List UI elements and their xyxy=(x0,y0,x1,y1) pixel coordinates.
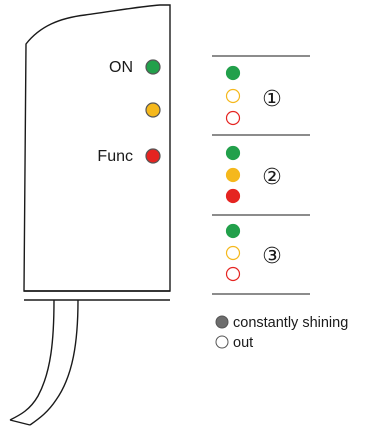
cable xyxy=(9,299,79,426)
state-1-number: ① xyxy=(262,86,282,111)
device-led-red xyxy=(145,148,161,164)
device-led-label-on: ON xyxy=(109,59,133,76)
state-2-number: ② xyxy=(262,164,282,189)
state-2-led-yellow xyxy=(225,167,241,183)
state-3-led-red xyxy=(225,266,241,282)
state-1-led-red xyxy=(225,110,241,126)
state-2-led-green xyxy=(225,145,241,161)
state-1-led-green xyxy=(225,65,241,81)
legend-on-label: constantly shining xyxy=(233,315,348,331)
state-3-led-yellow xyxy=(225,245,241,261)
device-led-green xyxy=(145,59,161,75)
state-3-number: ③ xyxy=(262,243,282,268)
device-body xyxy=(23,4,171,292)
legend-off-label: out xyxy=(233,335,253,351)
state-3-led-green xyxy=(225,223,241,239)
legend-filled-swatch xyxy=(215,315,229,329)
device-led-label-func: Func xyxy=(97,148,133,165)
state-1-led-yellow xyxy=(225,88,241,104)
state-1: ① xyxy=(225,65,282,126)
legend-empty-swatch xyxy=(215,335,229,349)
state-2-led-red xyxy=(225,188,241,204)
device-led-yellow xyxy=(145,102,161,118)
state-2: ② xyxy=(225,145,282,204)
state-3: ③ xyxy=(225,223,282,282)
legend: constantly shining out xyxy=(215,315,348,351)
